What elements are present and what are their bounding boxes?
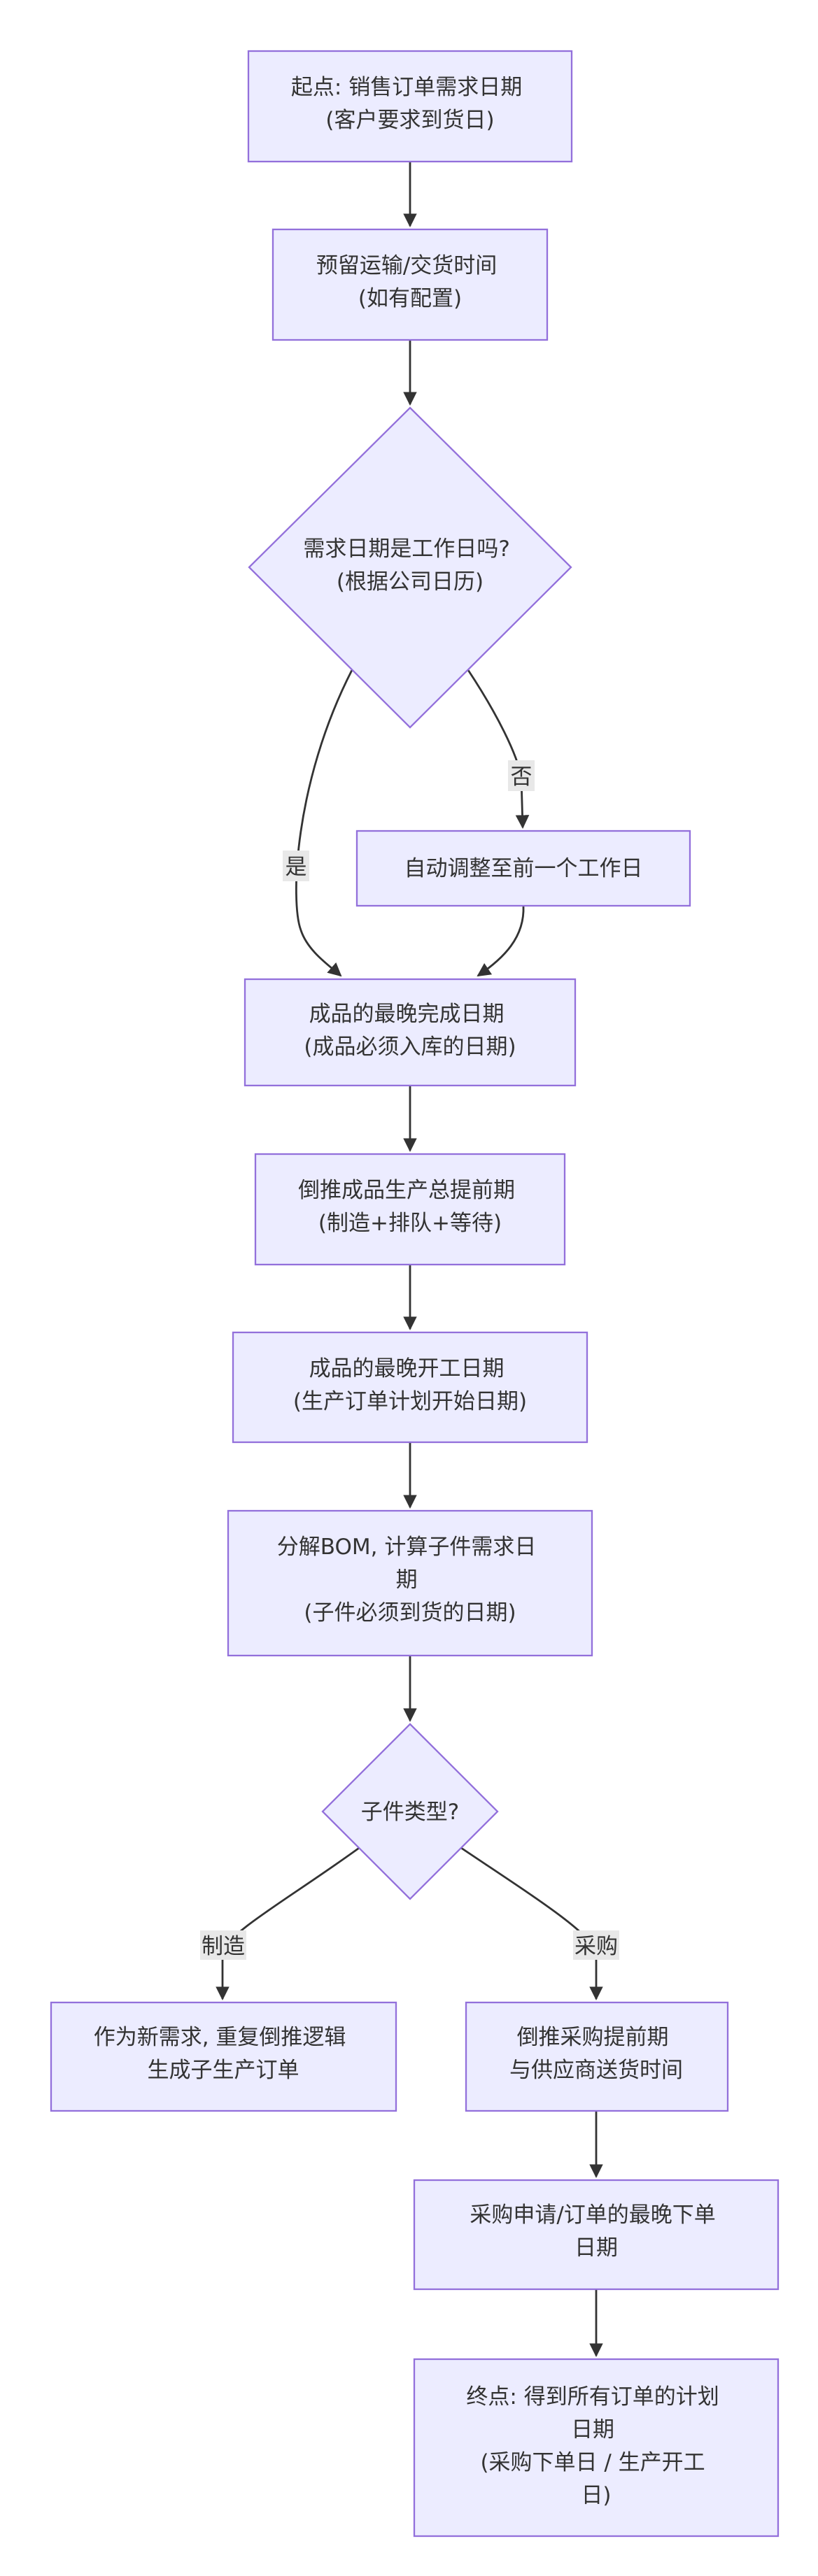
node-fg-leadtime-text: 倒推成品生产总提前期 (制造+排队+等待) <box>298 1178 522 1236</box>
node-make: 作为新需求, 重复倒推逻辑 生成子生产订单 <box>50 2001 397 2112</box>
node-po-date-text: 采购申请/订单的最晚下单 日期 <box>470 2203 722 2261</box>
node-workday-check: 需求日期是工作日吗? (根据公司日历) <box>248 406 572 729</box>
edge-type-make <box>216 1845 362 2000</box>
node-buy-leadtime: 倒推采购提前期 与供应商送货时间 <box>465 2001 729 2112</box>
edge-label-no: 否 <box>508 760 535 791</box>
edge-label-yes: 是 <box>283 851 309 881</box>
node-fg-finish-text: 成品的最晚完成日期 (成品必须入库的日期) <box>304 1002 516 1060</box>
edge-adjust-to-fg-finish <box>477 905 525 977</box>
edge-workday-no <box>467 669 530 829</box>
node-make-text: 作为新需求, 重复倒推逻辑 生成子生产订单 <box>94 2025 353 2083</box>
node-bom-text: 分解BOM, 计算子件需求日 期 (子件必须到货的日期) <box>277 1535 543 1625</box>
node-adjust-text: 自动调整至前一个工作日 <box>404 856 643 881</box>
node-start: 起点: 销售订单需求日期 (客户要求到货日) <box>247 50 573 163</box>
node-end-text: 终点: 得到所有订单的计划 日期 (采购下单日 / 生产开工 日) <box>466 2384 726 2508</box>
node-fg-start-text: 成品的最晚开工日期 (生产订单计划开始日期) <box>293 1356 527 1414</box>
node-end: 终点: 得到所有订单的计划 日期 (采购下单日 / 生产开工 日) <box>413 2358 780 2538</box>
node-start-text: 起点: 销售订单需求日期 (客户要求到货日) <box>291 75 529 133</box>
node-fg-leadtime: 倒推成品生产总提前期 (制造+排队+等待) <box>254 1153 566 1266</box>
edge-label-yes-text: 是 <box>285 855 307 880</box>
node-po-date: 采购申请/订单的最晚下单 日期 <box>413 2179 780 2291</box>
edge-label-make: 制造 <box>200 1930 246 1960</box>
edge-label-no-text: 否 <box>511 764 533 790</box>
edge-label-make-text: 制造 <box>202 1934 245 1959</box>
edge-type-buy <box>458 1845 603 2000</box>
node-fg-finish: 成品的最晚完成日期 (成品必须入库的日期) <box>244 978 577 1087</box>
node-transit-text: 预留运输/交货时间 (如有配置) <box>316 253 504 311</box>
node-bom: 分解BOM, 计算子件需求日 期 (子件必须到货的日期) <box>227 1509 593 1657</box>
node-transit: 预留运输/交货时间 (如有配置) <box>272 228 549 341</box>
edge-workday-yes <box>295 669 353 977</box>
node-type-check-text: 子件类型? <box>361 1800 459 1825</box>
edge-label-buy: 采购 <box>573 1930 619 1960</box>
edge-label-buy-text: 采购 <box>574 1934 618 1959</box>
node-buy-leadtime-text: 倒推采购提前期 与供应商送货时间 <box>509 2025 683 2083</box>
node-workday-check-text: 需求日期是工作日吗? (根据公司日历) <box>303 536 516 595</box>
node-fg-start: 成品的最晚开工日期 (生产订单计划开始日期) <box>232 1331 588 1444</box>
node-type-check: 子件类型? <box>321 1723 499 1900</box>
node-adjust: 自动调整至前一个工作日 <box>355 830 691 907</box>
